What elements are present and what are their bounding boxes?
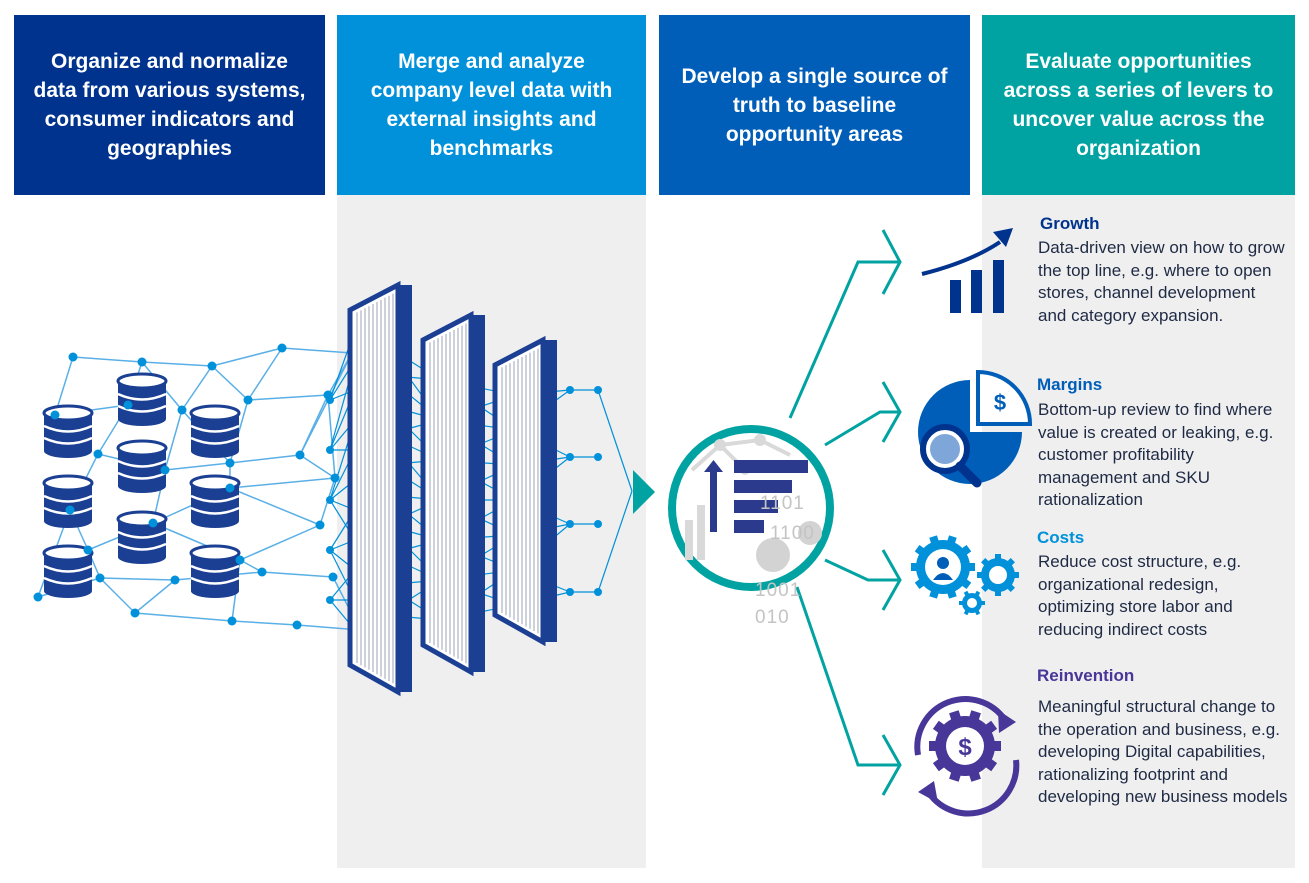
merge-arrow bbox=[633, 470, 655, 514]
network-node bbox=[315, 520, 325, 530]
network-link bbox=[134, 612, 233, 622]
network-node bbox=[160, 465, 170, 475]
header-merge: Merge and analyze company level data wit… bbox=[337, 15, 646, 195]
network-link bbox=[261, 571, 334, 578]
network-node bbox=[328, 572, 338, 582]
network-link bbox=[164, 409, 183, 471]
lever-margins-title: Margins bbox=[1037, 375, 1103, 394]
lever-costs-description: Reduce cost structure, e.g. organization… bbox=[1038, 552, 1242, 639]
database-icon bbox=[116, 510, 168, 564]
neural-filter-layers bbox=[326, 280, 633, 697]
network-node bbox=[243, 395, 253, 405]
network-link bbox=[231, 620, 298, 626]
network-node bbox=[50, 410, 60, 420]
network-node bbox=[225, 483, 235, 493]
network-node bbox=[33, 592, 43, 602]
gear-watermark-icon bbox=[756, 521, 822, 572]
network-node bbox=[93, 449, 103, 459]
network-link bbox=[281, 347, 353, 354]
header-develop: Develop a single source of truth to base… bbox=[659, 15, 970, 195]
filter-layer-3 bbox=[492, 335, 557, 647]
header-merge-text: Merge and analyze company level data wit… bbox=[370, 50, 613, 160]
database-icon bbox=[42, 474, 94, 528]
lever-growth-description: Data-driven view on how to grow the top … bbox=[1038, 238, 1285, 325]
database-icon bbox=[116, 439, 168, 493]
network-node bbox=[83, 545, 93, 555]
lever-reinvention-title: Reinvention bbox=[1037, 666, 1135, 685]
network-node bbox=[68, 352, 78, 362]
database-icon bbox=[42, 544, 94, 598]
network-link bbox=[181, 365, 213, 411]
network-link bbox=[211, 365, 249, 401]
network-link bbox=[211, 347, 283, 367]
lever-costs-title: Costs bbox=[1037, 528, 1085, 547]
svg-text:$: $ bbox=[994, 390, 1006, 415]
cycle-gear-dollar-icon: $ bbox=[914, 696, 1020, 817]
network-link bbox=[229, 454, 301, 464]
column-4-panel bbox=[982, 195, 1295, 868]
header-evaluate-text: Evaluate opportunities across a series o… bbox=[1003, 50, 1274, 160]
network-link bbox=[299, 454, 336, 479]
database-icon bbox=[189, 404, 241, 458]
hub-binary-4: 010 bbox=[755, 607, 790, 628]
network-node bbox=[177, 405, 187, 415]
network-link bbox=[229, 477, 336, 489]
database-icon bbox=[189, 544, 241, 598]
growth-chart-icon bbox=[921, 228, 1013, 313]
source-of-truth-hub bbox=[668, 425, 834, 591]
network-node bbox=[207, 361, 217, 371]
filter-layer-2 bbox=[420, 310, 485, 677]
hub-binary-3: 1001 bbox=[755, 580, 802, 601]
network-link bbox=[99, 577, 136, 614]
network-node bbox=[257, 567, 267, 577]
lever-margins-description: Bottom-up review to find where value is … bbox=[1038, 400, 1274, 509]
lever-reinvention-description: Meaningful structural change to the oper… bbox=[1038, 697, 1288, 806]
pie-magnifier-dollar-icon: $ bbox=[918, 369, 1033, 488]
network-link bbox=[247, 394, 329, 401]
header-evaluate: Evaluate opportunities across a series o… bbox=[982, 15, 1295, 195]
network-node bbox=[225, 458, 235, 468]
network-link bbox=[134, 579, 176, 614]
network-link bbox=[239, 524, 321, 561]
network-node bbox=[227, 616, 237, 626]
header-organize-text: Organize and normalize data from various… bbox=[33, 50, 306, 160]
network-link bbox=[299, 352, 353, 456]
network-link bbox=[247, 347, 283, 401]
network-node bbox=[235, 555, 245, 565]
database-icon bbox=[116, 372, 168, 426]
database-cluster bbox=[42, 372, 241, 598]
header-develop-text: Develop a single source of truth to base… bbox=[681, 64, 948, 146]
svg-text:$: $ bbox=[958, 734, 972, 761]
gears-person-icon bbox=[911, 535, 1019, 616]
network-link bbox=[229, 487, 321, 526]
network-node bbox=[292, 620, 302, 630]
network-link bbox=[72, 356, 143, 363]
network-node bbox=[130, 608, 140, 618]
lever-growth-title: Growth bbox=[1040, 214, 1100, 233]
network-node bbox=[295, 450, 305, 460]
network-node bbox=[148, 518, 158, 528]
network-link bbox=[164, 462, 231, 471]
network-node bbox=[95, 573, 105, 583]
hub-binary-1: 1101 bbox=[760, 493, 805, 514]
network-node bbox=[170, 575, 180, 585]
network-link bbox=[327, 394, 336, 479]
filter-layer-1 bbox=[347, 280, 412, 697]
network-node bbox=[65, 505, 75, 515]
database-icon bbox=[189, 474, 241, 528]
network-node bbox=[123, 400, 133, 410]
hub-binary-2: 1100 bbox=[770, 523, 815, 544]
branch-arrows bbox=[788, 229, 902, 796]
data-network-nodes bbox=[33, 343, 365, 635]
network-node bbox=[137, 357, 147, 367]
ranking-bars-icon bbox=[704, 460, 808, 533]
header-organize: Organize and normalize data from various… bbox=[14, 15, 325, 195]
network-link bbox=[141, 361, 213, 367]
network-link bbox=[99, 577, 176, 581]
network-node bbox=[277, 343, 287, 353]
